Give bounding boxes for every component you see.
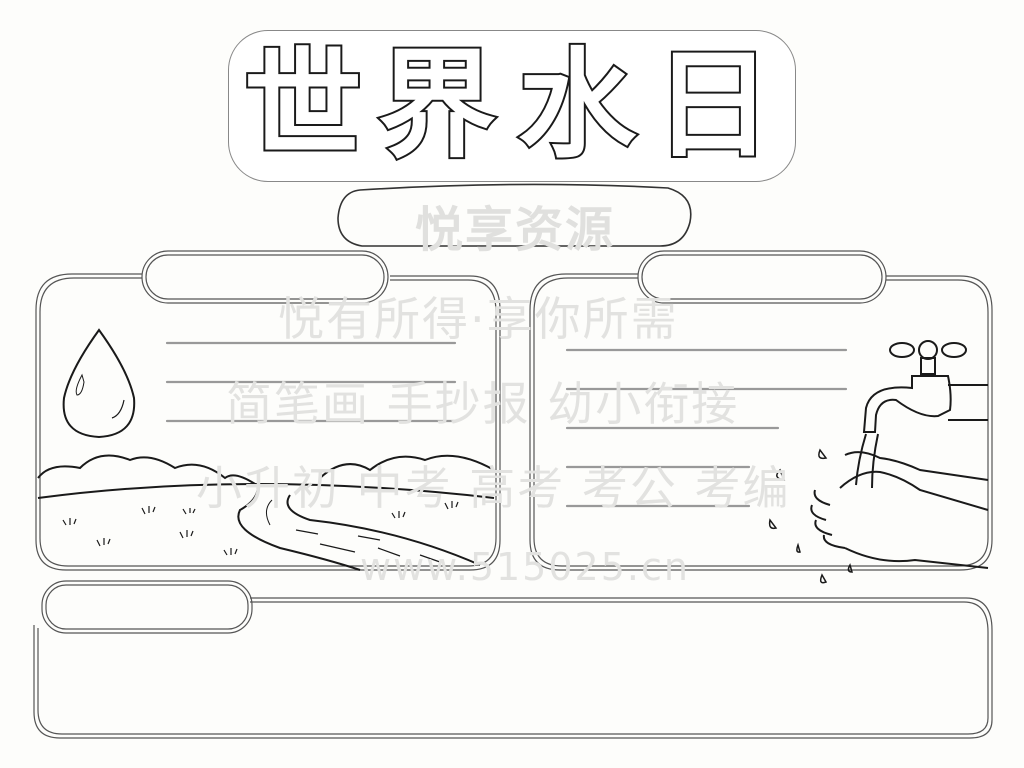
right-panel-heading[interactable] xyxy=(646,258,878,296)
title-backing xyxy=(228,30,796,182)
title-char-3: 水 xyxy=(516,36,638,174)
subtitle-text: 悦享资源 xyxy=(414,202,615,258)
faucet-hand-washing-icon xyxy=(768,340,989,584)
left-panel-heading[interactable] xyxy=(150,258,380,296)
right-panel-lines xyxy=(565,348,848,508)
title-char-2: 界 xyxy=(376,36,498,174)
left-panel-frame xyxy=(35,250,501,571)
river-landscape-icon xyxy=(37,454,495,571)
poster-title: 世 界 水 日 xyxy=(228,24,798,184)
water-drop-icon xyxy=(62,328,136,439)
bottom-panel-frame xyxy=(33,580,993,739)
subtitle-banner xyxy=(337,183,692,247)
bottom-panel-heading[interactable] xyxy=(50,588,244,626)
title-char-4: 日 xyxy=(652,36,774,174)
left-panel-lines xyxy=(165,341,457,423)
title-char-1: 世 xyxy=(242,36,364,174)
right-panel-frame xyxy=(529,250,993,571)
